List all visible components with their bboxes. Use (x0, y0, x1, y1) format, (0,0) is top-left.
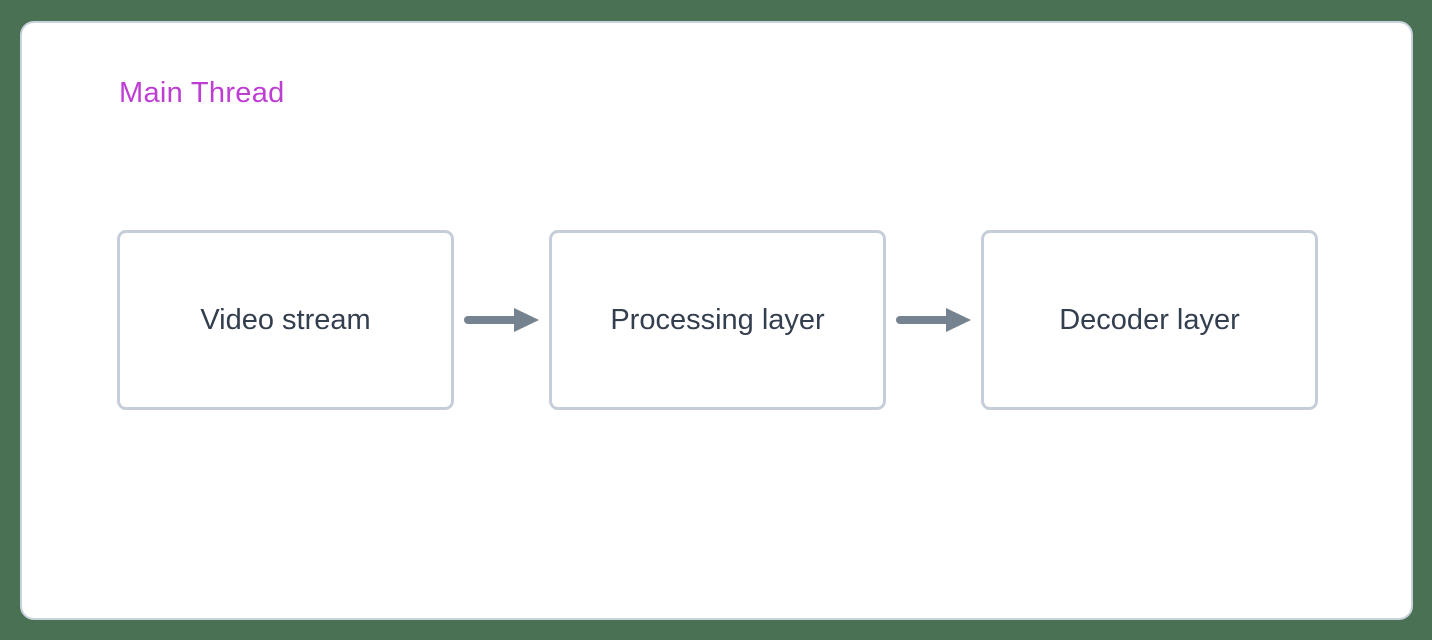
flow-row: Video stream Processing layer Decoder la… (117, 230, 1318, 410)
edge-video-to-processing (454, 304, 549, 336)
arrow-right-icon (463, 308, 539, 332)
edge-processing-to-decoder (886, 304, 981, 336)
node-processing-layer: Processing layer (549, 230, 886, 410)
main-thread-cluster: Main Thread Video stream Processing laye… (20, 21, 1413, 620)
node-decoder-layer: Decoder layer (981, 230, 1318, 410)
node-label: Decoder layer (1059, 303, 1240, 336)
cluster-title: Main Thread (119, 77, 285, 109)
node-label: Video stream (200, 303, 371, 336)
arrow-right-icon (895, 308, 971, 332)
node-label: Processing layer (610, 303, 825, 336)
node-video-stream: Video stream (117, 230, 454, 410)
